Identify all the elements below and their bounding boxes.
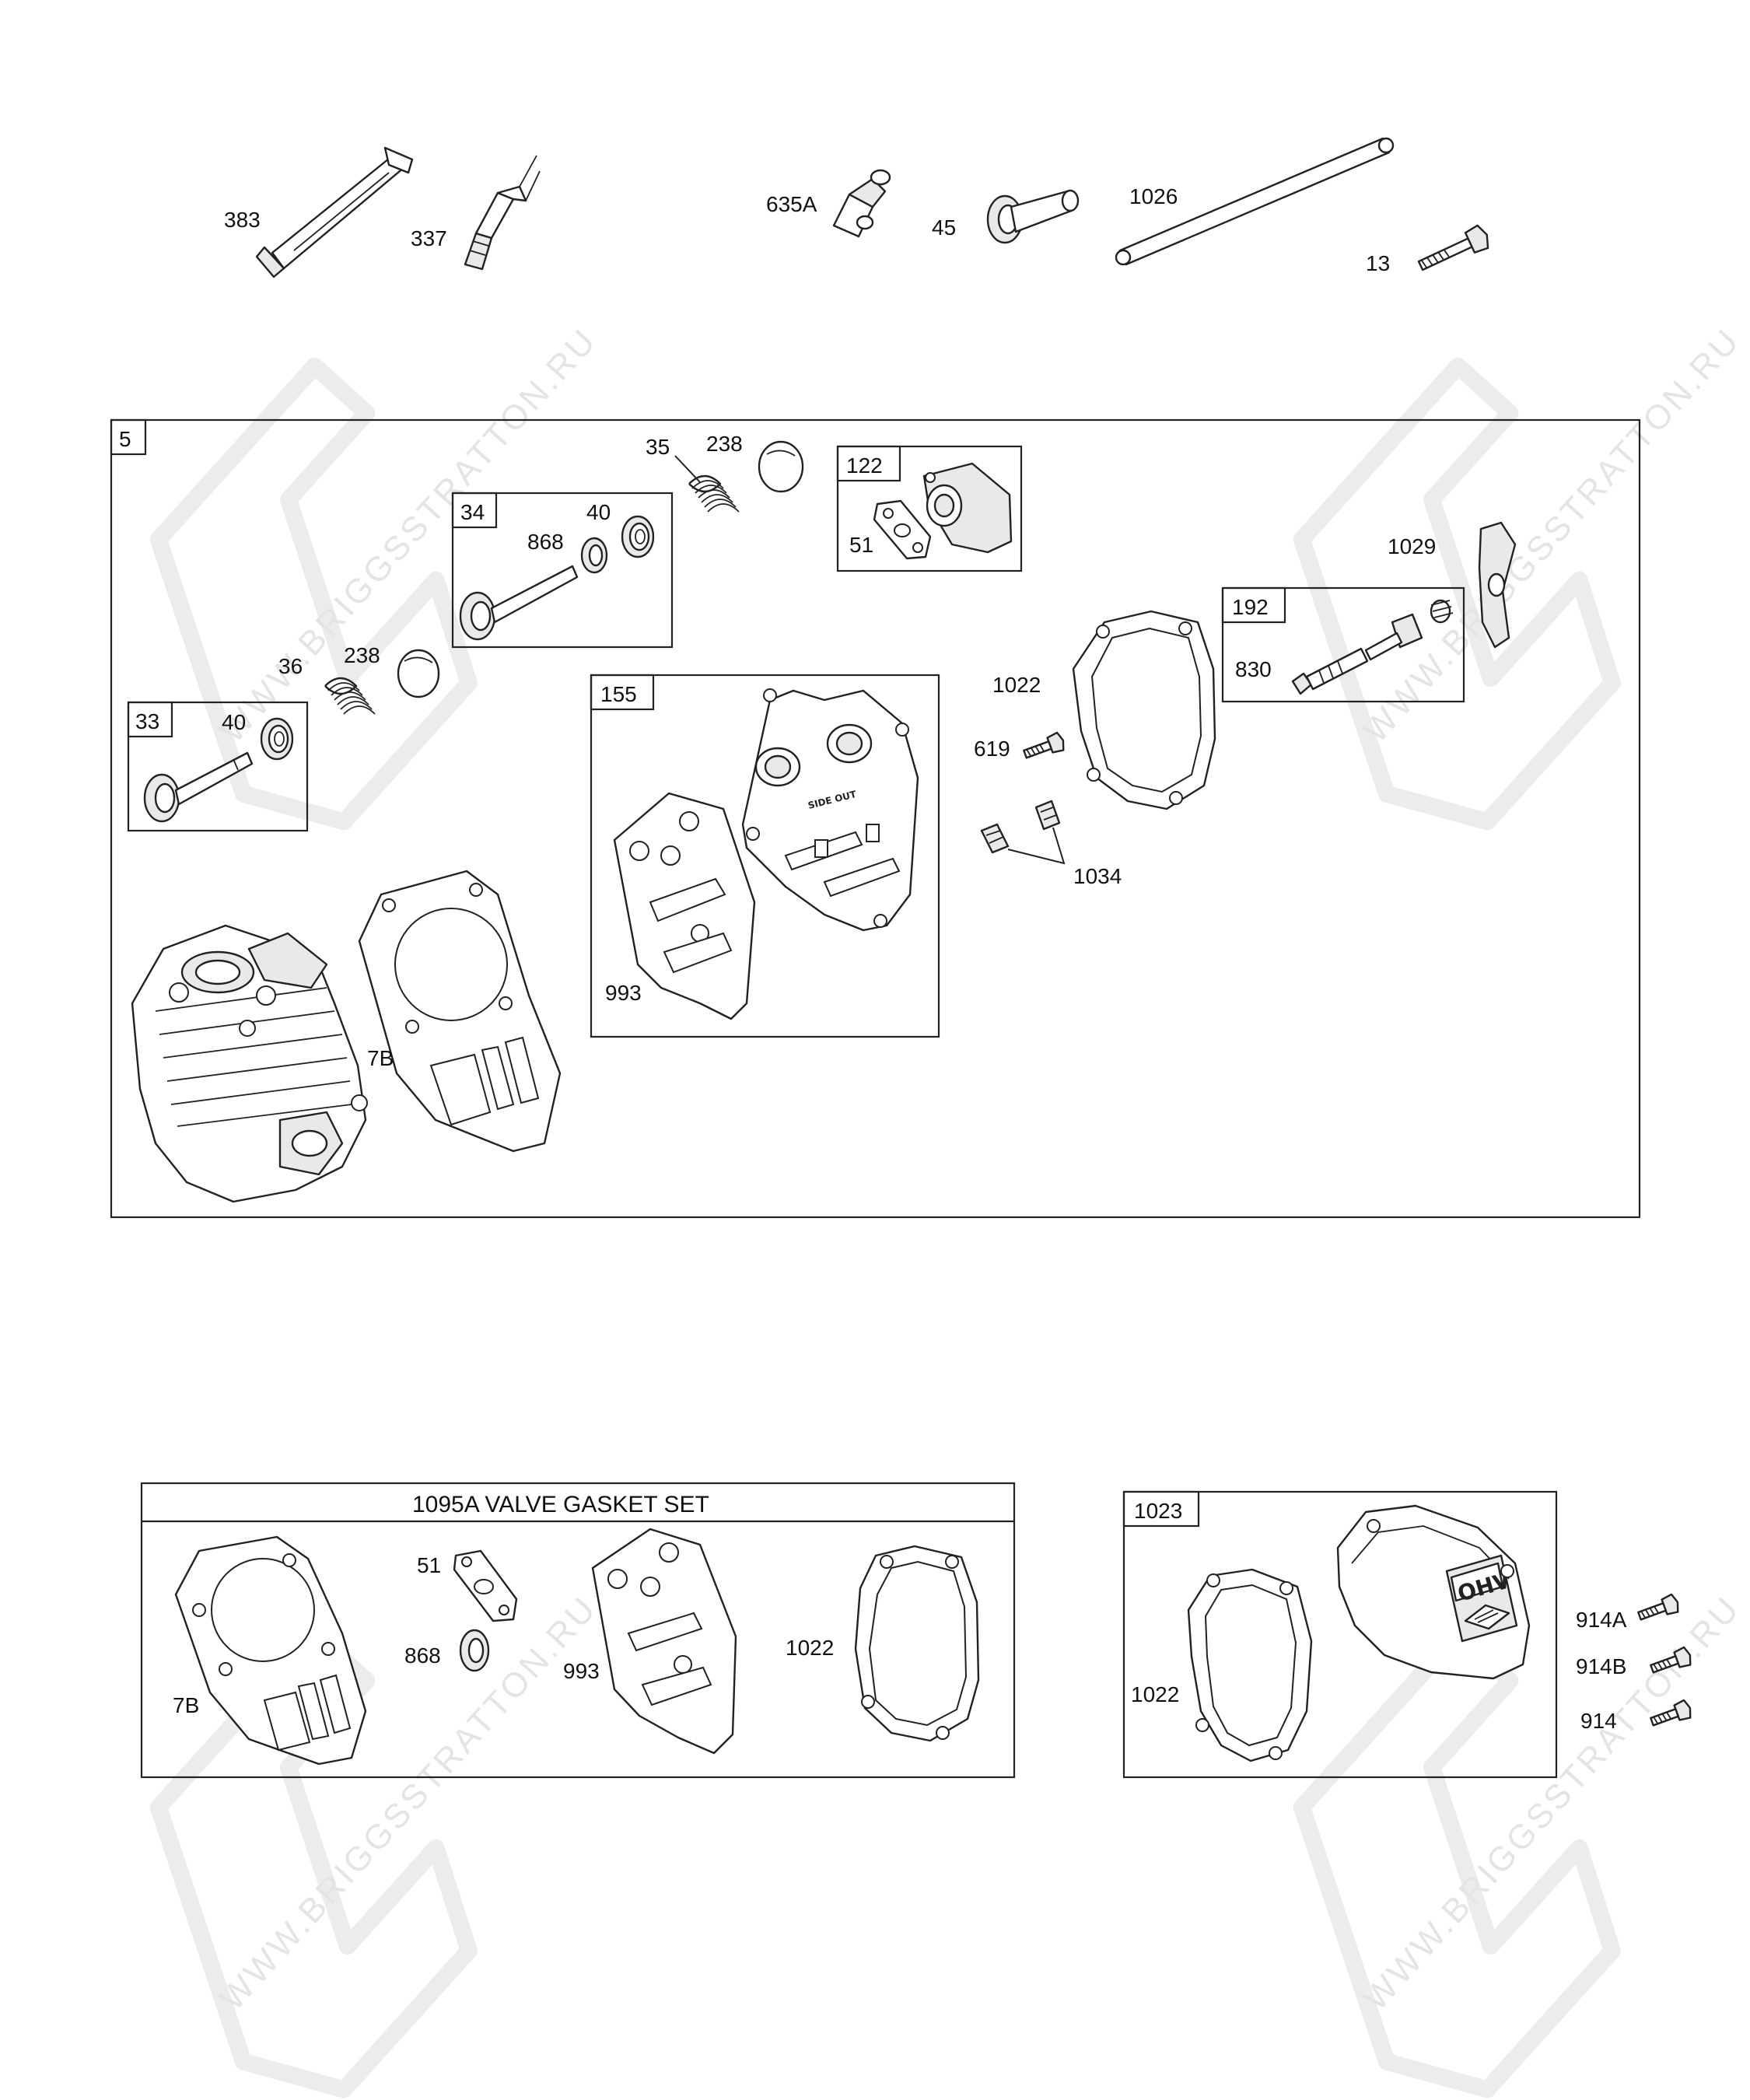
part-914a-bolt — [1635, 1592, 1682, 1626]
part-619-bolt — [1020, 730, 1068, 765]
label-51-set: 51 — [417, 1553, 441, 1577]
part-40-retainer — [260, 717, 294, 761]
label-1026: 1026 — [1129, 184, 1178, 208]
part-635a-breather-valve — [832, 169, 891, 238]
label-238-lower: 238 — [344, 643, 380, 667]
kit-155-box: 155 993 SIDE OUT — [590, 674, 940, 1038]
label-868-set: 868 — [404, 1643, 441, 1668]
kit-192-box: 192 830 — [1221, 586, 1465, 703]
label-1022-kit: 1022 — [1131, 1682, 1179, 1706]
label-33: 33 — [135, 709, 159, 733]
part-1034-clips — [980, 800, 1066, 865]
label-34: 34 — [460, 500, 485, 524]
cover-kit-1023-box: 1023 1022 OHV — [1122, 1490, 1558, 1779]
label-155: 155 — [600, 682, 637, 706]
kit-33-box: 33 40 — [127, 701, 309, 832]
part-head-gasket-155: SIDE OUT — [741, 688, 919, 932]
label-45: 45 — [932, 215, 956, 240]
label-1022-set: 1022 — [786, 1636, 834, 1660]
label-5: 5 — [119, 427, 131, 451]
part-1029-rocker-arm — [1478, 521, 1517, 649]
part-45-push-rod-guide — [986, 189, 1080, 244]
part-35-valve-spring — [688, 474, 740, 513]
part-36-valve-spring — [324, 677, 376, 716]
label-868-kit34: 868 — [527, 530, 564, 554]
part-238-cap-lower — [397, 649, 440, 698]
label-51-kit122: 51 — [849, 533, 873, 557]
label-40-kit33: 40 — [222, 710, 246, 734]
part-valve-cover: OHV — [1336, 1504, 1531, 1680]
part-383-wrench — [255, 146, 414, 278]
label-993-set: 993 — [563, 1659, 600, 1683]
part-7b-head-gasket-set — [174, 1535, 367, 1766]
part-868-valve-seal — [580, 537, 608, 574]
part-cylinder-head — [131, 924, 368, 1203]
gasket-set-title: 1095A VALVE GASKET SET — [412, 1492, 709, 1517]
part-51-intake-gasket — [873, 499, 932, 560]
label-7b: 7B — [367, 1046, 394, 1070]
kit-34-box: 34 40 868 — [451, 492, 674, 649]
part-13-bolt — [1417, 224, 1489, 271]
label-337: 337 — [411, 226, 447, 250]
label-35: 35 — [646, 435, 670, 459]
label-1022: 1022 — [992, 673, 1041, 697]
part-238-cap-upper — [758, 440, 804, 493]
label-914b: 914B — [1576, 1654, 1626, 1678]
label-830: 830 — [1235, 657, 1272, 681]
label-914a: 914A — [1576, 1608, 1627, 1632]
part-337-spark-plug — [464, 155, 541, 271]
label-40-kit34: 40 — [586, 500, 611, 524]
part-exhaust-valve — [143, 751, 254, 823]
kit-122-box: 122 51 — [836, 445, 1023, 572]
label-635a: 635A — [766, 192, 817, 216]
part-1022-cover-gasket — [1072, 610, 1216, 810]
part-intake-valve — [459, 565, 579, 641]
label-1034: 1034 — [1073, 864, 1122, 888]
label-383: 383 — [224, 208, 261, 232]
part-1026-push-rod — [1115, 137, 1395, 266]
assembly-5-box: 5 — [110, 418, 1641, 1219]
part-7b-head-gasket — [358, 870, 562, 1153]
label-1023: 1023 — [1134, 1499, 1182, 1523]
label-238-upper: 238 — [706, 432, 743, 456]
label-36: 36 — [278, 654, 303, 678]
part-830-rocker-stud — [1291, 599, 1454, 695]
part-993-rocker-gasket — [613, 792, 756, 1020]
part-1022-cover-gasket-set — [854, 1545, 980, 1742]
label-13: 13 — [1366, 251, 1390, 275]
part-868-seal-set — [459, 1629, 490, 1672]
label-1029: 1029 — [1388, 534, 1436, 558]
leader-35 — [674, 455, 701, 483]
label-619: 619 — [974, 737, 1010, 761]
part-51-intake-gasket-set — [453, 1549, 518, 1622]
part-intake-adapter — [922, 462, 1013, 554]
label-914: 914 — [1580, 1709, 1617, 1733]
gasket-set-box: 1095A VALVE GASKET SET 7B 51 868 — [140, 1482, 1016, 1779]
part-993-rocker-gasket-set — [591, 1528, 737, 1755]
label-122: 122 — [846, 453, 883, 478]
label-192: 192 — [1232, 595, 1269, 619]
label-993-kit155: 993 — [605, 981, 642, 1005]
part-1022-cover-gasket-kit — [1187, 1568, 1313, 1762]
label-7b-set: 7B — [173, 1693, 199, 1717]
part-40-retainer-b — [621, 515, 655, 558]
